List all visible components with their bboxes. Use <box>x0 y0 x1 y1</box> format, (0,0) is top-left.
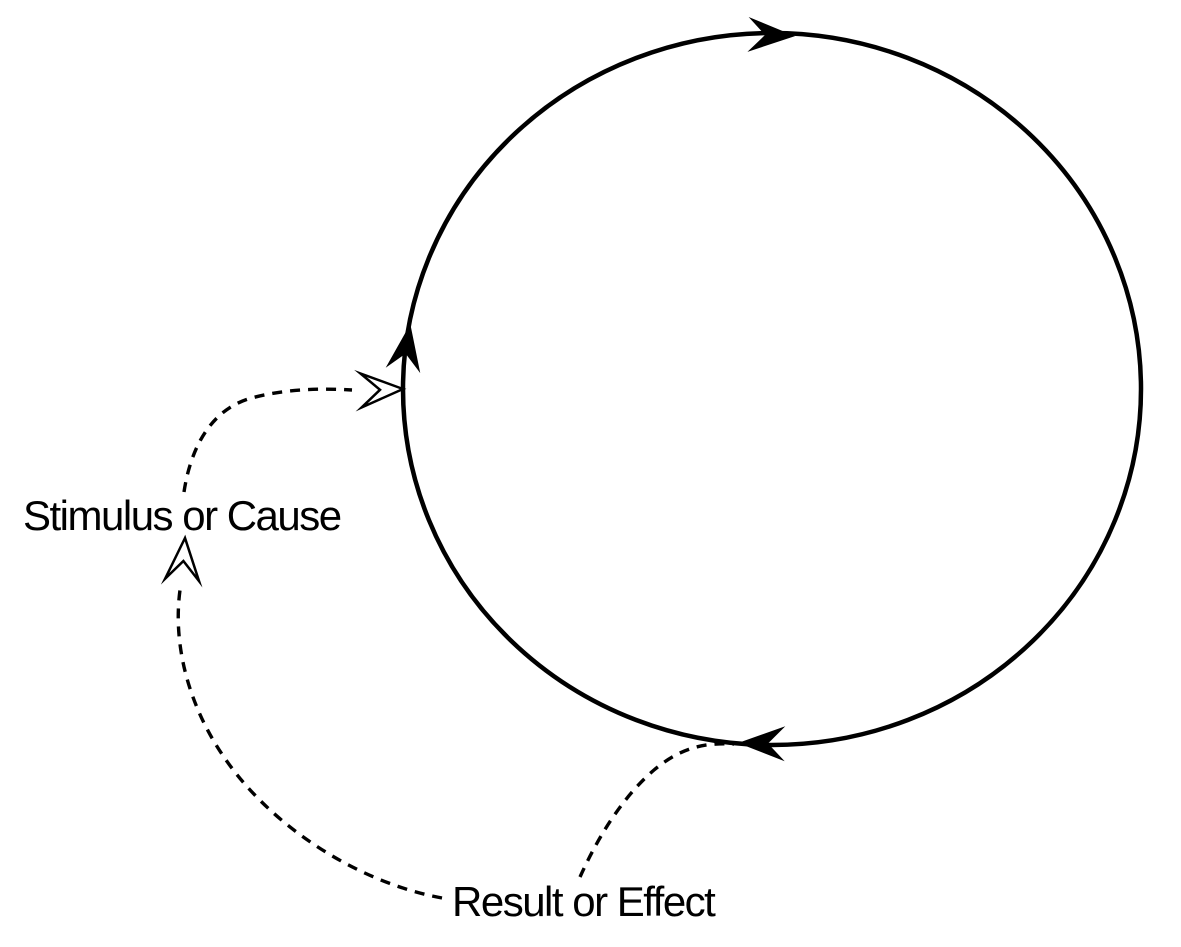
open-arrowhead-up-icon <box>160 534 203 588</box>
result-to-stimulus-dashed-curve <box>176 589 443 900</box>
cycle-circle <box>400 30 1144 748</box>
cycle-arrow-left-icon <box>385 324 421 374</box>
result-to-cycle-dashed-curve <box>578 742 735 878</box>
open-arrowhead-right-icon <box>354 369 407 412</box>
stimulus-to-cycle-dashed-curve <box>182 387 353 493</box>
cycle-arrow-bottom-icon <box>738 726 786 762</box>
stimulus-label: Stimulus or Cause <box>23 492 341 539</box>
cycle-arrow-top-icon <box>747 16 795 52</box>
result-label: Result or Effect <box>452 878 716 925</box>
